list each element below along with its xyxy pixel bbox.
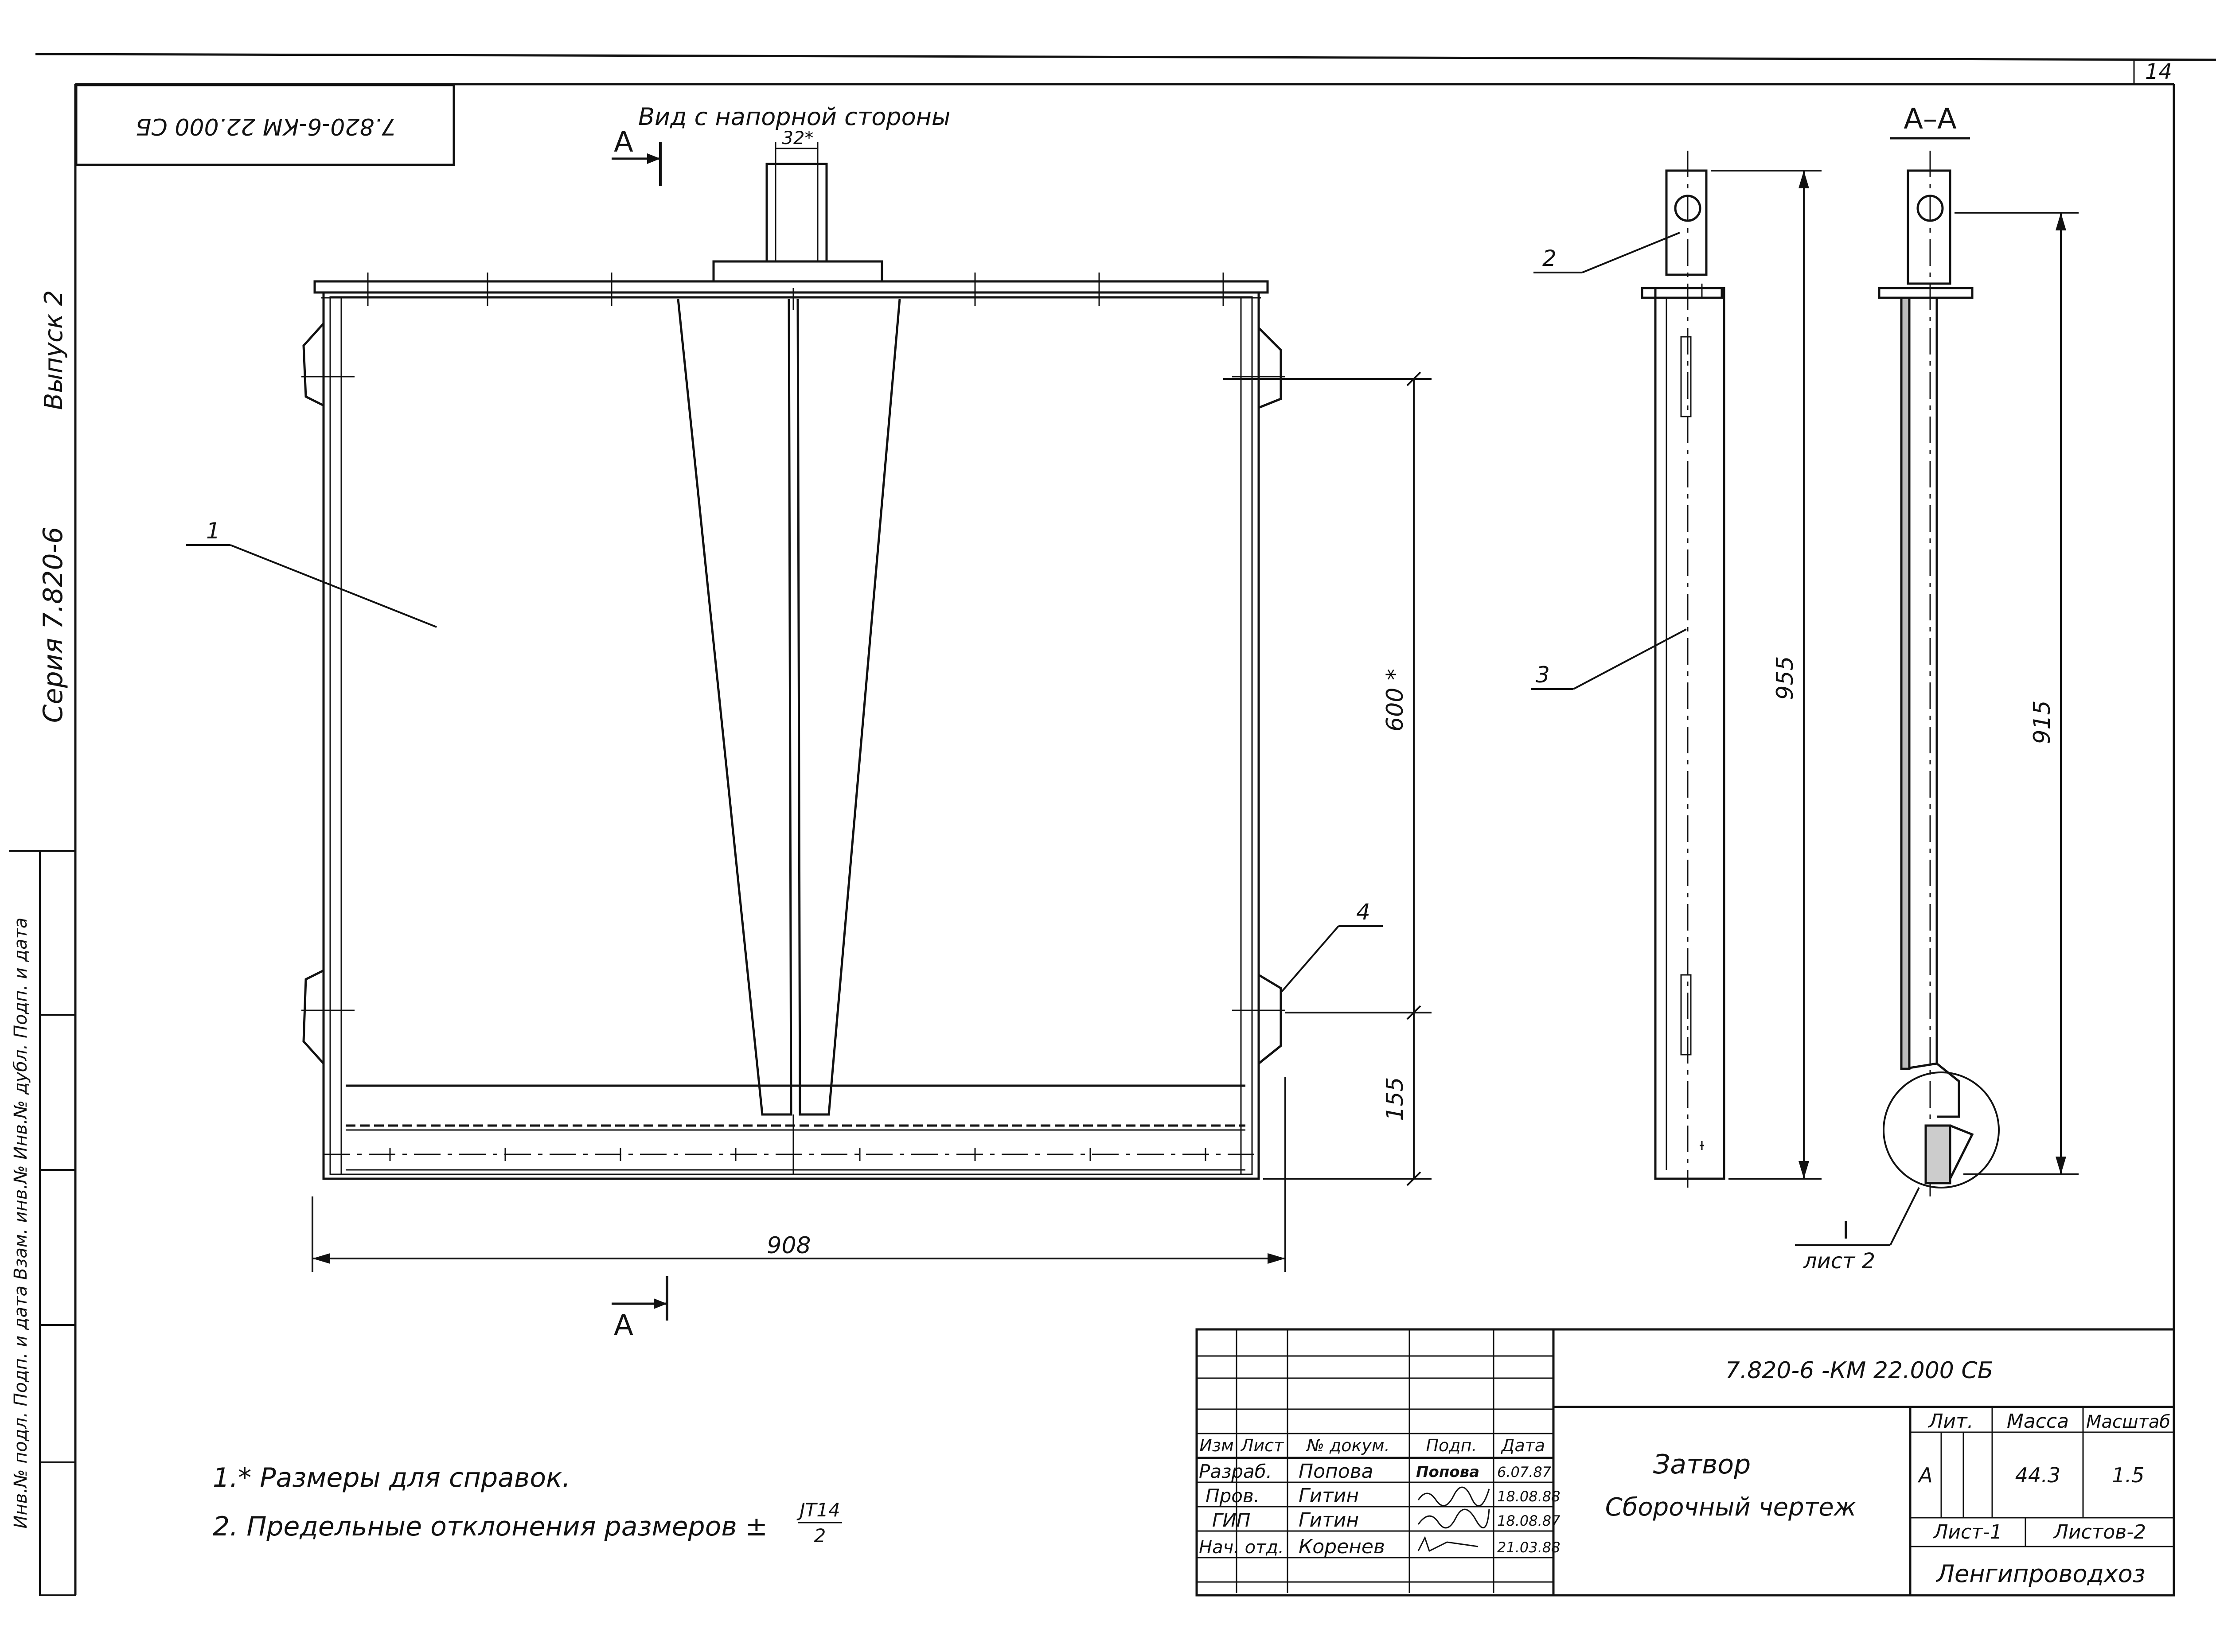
margin-stamp-text: Инв.№ подл. Подп. и дата Взам. инв.№ Инв… (11, 918, 31, 1529)
section-title: А–А (1904, 103, 1957, 136)
scale-value: 1.5 (2112, 1463, 2144, 1487)
title-block (1195, 1328, 2175, 1597)
width-text: 908 (767, 1232, 811, 1259)
header-doc: № докум. (1306, 1436, 1389, 1455)
header-list: Лист (1240, 1436, 1284, 1455)
doc-code: 7.820-6 -КМ 22.000 СБ (1725, 1357, 1994, 1384)
mass-value: 44.3 (2015, 1463, 2060, 1487)
row3-role: ГИП (1212, 1509, 1250, 1531)
leader-4-label: 4 (1356, 899, 1370, 925)
row4-name: Коренев (1299, 1535, 1385, 1558)
leader-2: 2 (1533, 232, 1680, 273)
section-letter-bottom: А (614, 1309, 633, 1342)
section-letter-top: А (614, 126, 633, 159)
row4-role: Нач. отд. (1199, 1537, 1284, 1558)
row1-role: Разраб. (1199, 1461, 1272, 1482)
lit-label: Лит. (1927, 1410, 1973, 1433)
rotated-code: 7.820-6-КМ 22.000 СБ (136, 113, 396, 140)
header-date: Дата (1501, 1436, 1545, 1455)
section-mark-bottom: А (612, 1276, 668, 1342)
section-height-dimension (1955, 212, 2079, 1175)
sheets-label: Листов-2 (2053, 1521, 2146, 1543)
tolerance-numerator: JT14 (796, 1499, 840, 1521)
note-1: 1.* Размеры для справок. (213, 1462, 570, 1493)
organization: Ленгипроводхоз (1935, 1560, 2145, 1588)
signature-scribbles (1417, 1486, 1490, 1552)
row2-role: Пров. (1206, 1485, 1260, 1507)
gate-front-view (301, 163, 1285, 1180)
row3-name: Гитин (1299, 1509, 1359, 1531)
issue-label: Выпуск 2 (39, 290, 68, 410)
series-label: Серия 7.820-6 (38, 527, 69, 723)
row1-name: Попова (1299, 1460, 1373, 1483)
leader-1-label: 1 (206, 518, 220, 544)
notes: 1.* Размеры для справок. 2. Предельные о… (213, 1462, 842, 1547)
row1-sign: Попова (1416, 1463, 1479, 1481)
lit-value: А (1917, 1463, 1932, 1487)
side-height-text: 955 (1772, 656, 1799, 700)
height-dimension (1223, 371, 1432, 1186)
section-mark-top: А (612, 126, 662, 186)
detail-sheet: лист 2 (1803, 1249, 1875, 1274)
height-main-text: 600 * (1382, 669, 1408, 732)
row4-date: 21.03.88 (1497, 1539, 1561, 1556)
sheet-label: Лист-1 (1932, 1521, 2002, 1543)
tolerance-denominator: 2 (814, 1525, 826, 1547)
section-view (1878, 151, 2000, 1196)
section-height-text: 915 (2029, 700, 2056, 744)
header-izm: Изм (1199, 1436, 1233, 1455)
doc-subtitle: Сборочный чертеж (1605, 1493, 1856, 1522)
doc-title: Затвор (1653, 1449, 1751, 1480)
view-title: Вид с напорной стороны (638, 103, 951, 131)
leader-2-label: 2 (1542, 245, 1557, 271)
width-dimension (312, 1077, 1286, 1272)
note-2: 2. Предельные отклонения размеров ± (213, 1511, 768, 1542)
sheet-number: 14 (2145, 59, 2172, 84)
title-block-text: Изм Лист № докум. Подп. Дата Разраб. Поп… (1199, 1357, 2170, 1588)
height-bottom-text: 155 (1382, 1077, 1408, 1121)
scale-label: Масштаб (2086, 1412, 2170, 1432)
header-sign: Подп. (1426, 1436, 1477, 1455)
stem-dimension: 32* (775, 128, 819, 164)
row3-date: 18.08.87 (1497, 1512, 1561, 1529)
rotated-code-box: 7.820-6-КМ 22.000 СБ (75, 84, 455, 166)
stem-dim-text: 32* (782, 128, 814, 148)
leader-4: 4 (1280, 899, 1383, 994)
row2-name: Гитин (1299, 1484, 1359, 1507)
row2-date: 18.08.88 (1497, 1488, 1561, 1505)
side-view (1641, 151, 1725, 1188)
leader-1: 1 (186, 518, 437, 628)
leader-3: 3 (1531, 628, 1687, 690)
margin-stamp (9, 850, 76, 1596)
mass-label: Масса (2007, 1410, 2069, 1433)
detail-reference: I лист 2 (1795, 1187, 1920, 1274)
row1-date: 6.07.87 (1497, 1464, 1552, 1481)
detail-id: I (1842, 1216, 1849, 1244)
leader-3-label: 3 (1536, 662, 1550, 688)
side-height-dimension (1711, 170, 1822, 1180)
